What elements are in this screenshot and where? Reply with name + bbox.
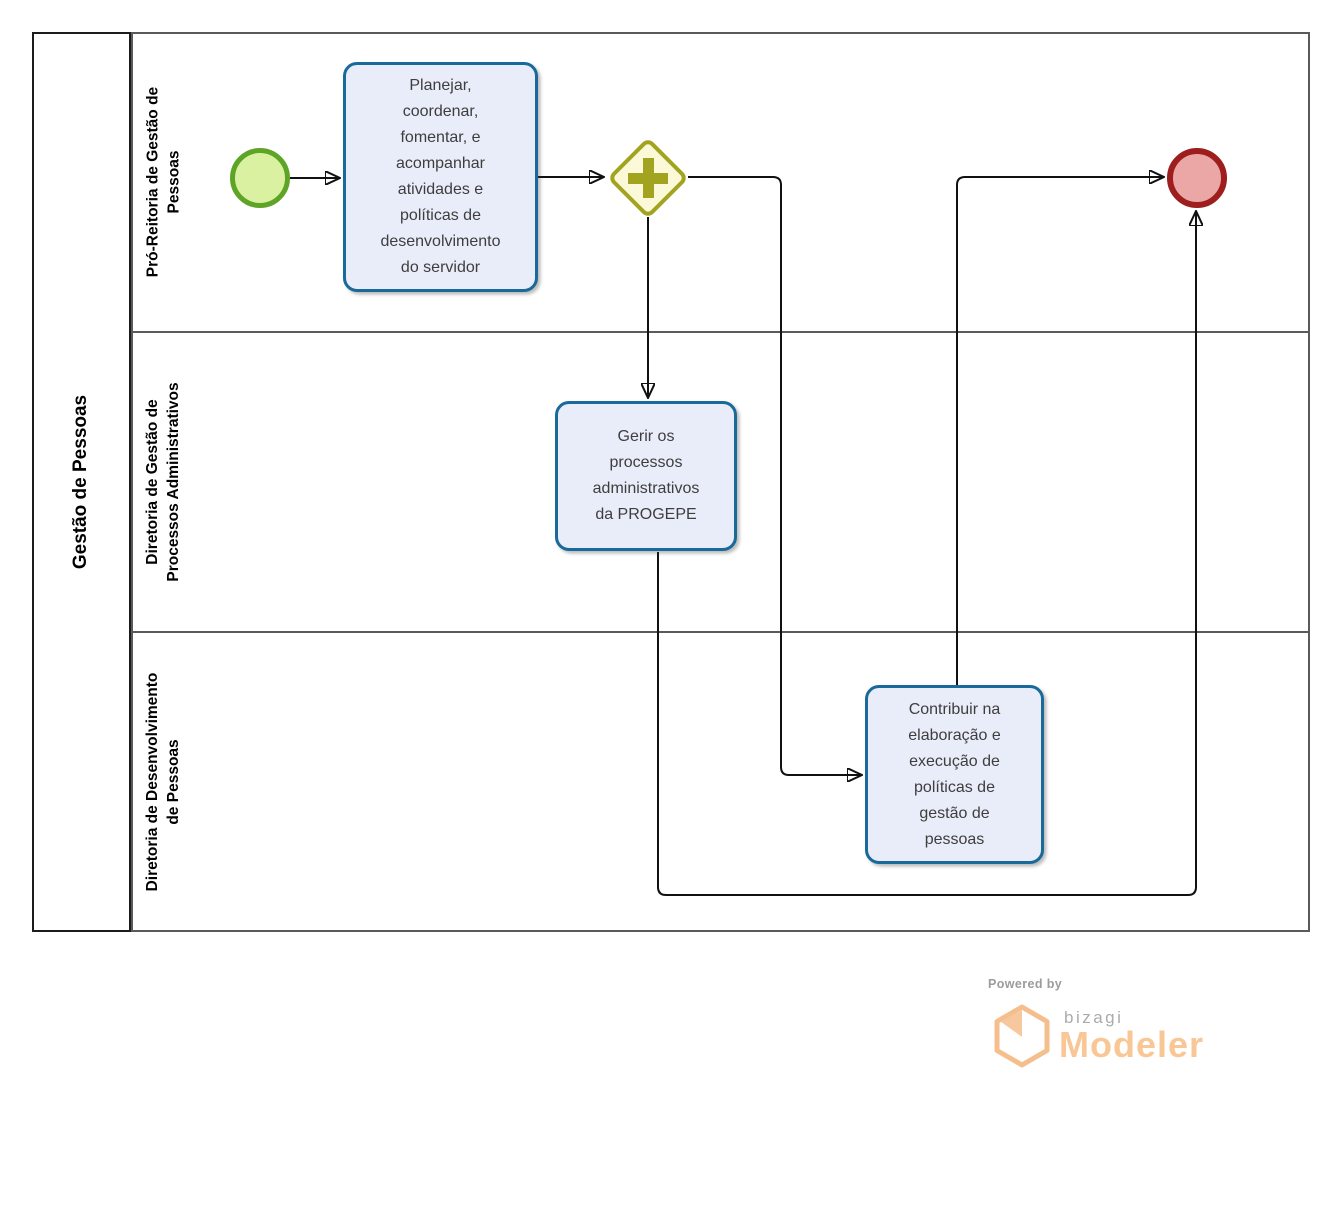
powered-by-label: Powered by [988,977,1063,991]
task-planejar: Planejar, coordenar, fomentar, e acompan… [343,62,538,292]
bizagi-logo-icon [994,1004,1050,1068]
lane-diretoria-desenvolvimento: Diretoria de Desenvolvimento de Pessoas [131,632,195,932]
task-label: Planejar, coordenar, fomentar, e acompan… [380,77,501,276]
lane-pro-reitoria: Pró-Reitoria de Gestão de Pessoas [131,32,195,332]
pool-gestao-de-pessoas: Gestão de Pessoas [32,32,131,932]
lane-label: Diretoria de Gestão de Processos Adminis… [144,382,182,582]
parallel-gateway [606,136,690,220]
task-label: Gerir os processos administrativos da PR… [592,428,700,523]
plus-icon [642,158,654,198]
lane-divider-1 [131,331,1310,333]
pool-title: Gestão de Pessoas [70,394,92,570]
start-event [230,148,290,208]
lane-divider-2 [131,631,1310,633]
task-gerir: Gerir os processos administrativos da PR… [555,401,737,551]
lane-label: Pró-Reitoria de Gestão de Pessoas [144,86,182,278]
lane-label: Diretoria de Desenvolvimento de Pessoas [144,672,182,892]
task-contribuir: Contribuir na elaboração e execução de p… [865,685,1044,864]
bizagi-brand-label: bizagi [1064,1008,1124,1027]
task-label: Contribuir na elaboração e execução de p… [908,700,1001,848]
lane-diretoria-processos: Diretoria de Gestão de Processos Adminis… [131,332,195,632]
end-event [1167,148,1227,208]
modeler-label: Modeler [1059,1024,1205,1065]
